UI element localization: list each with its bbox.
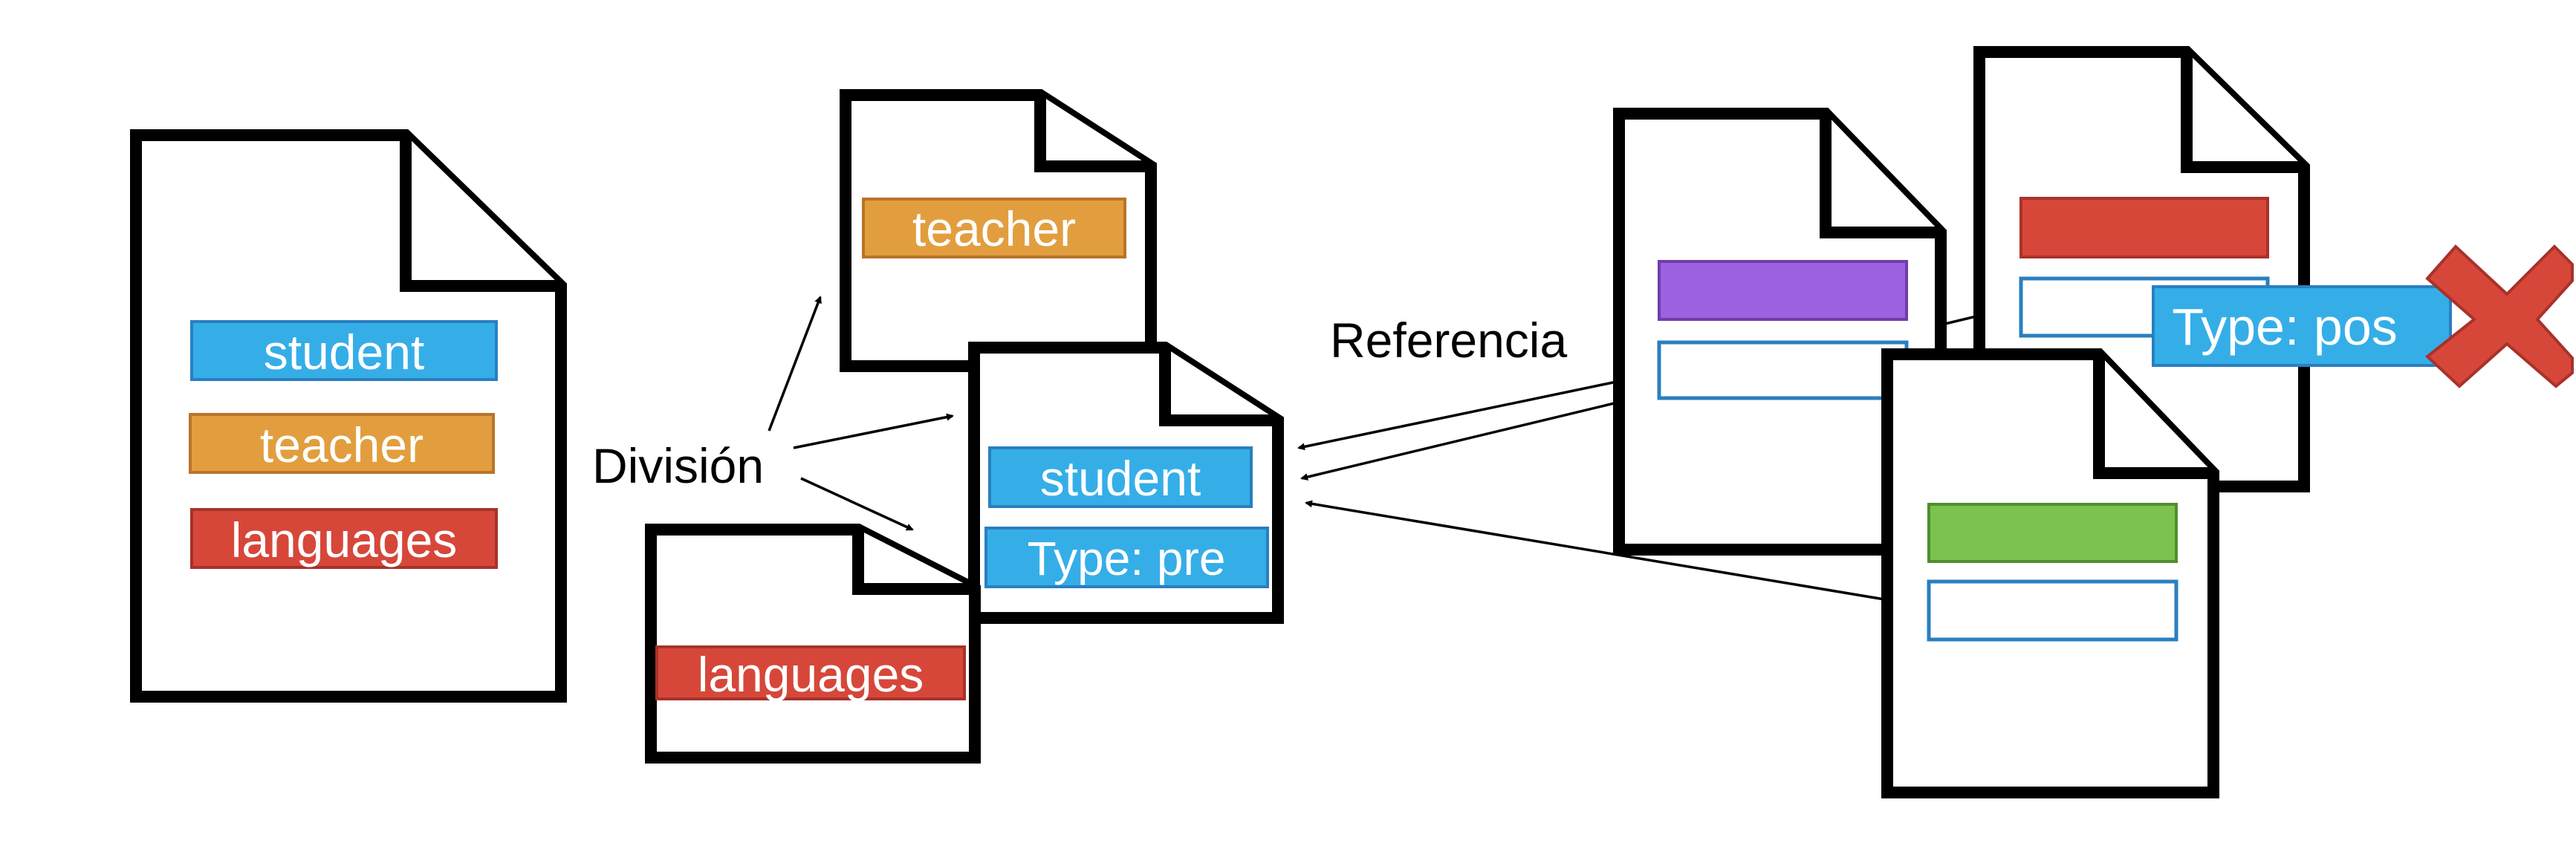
teacher-document: teacher bbox=[840, 89, 1157, 372]
original-languages-field: languages bbox=[190, 508, 498, 569]
reference-arrow-purple bbox=[1297, 371, 1660, 451]
original-student-field: student bbox=[190, 320, 498, 381]
languages-doc-label: languages bbox=[698, 647, 924, 702]
languages-document: languages bbox=[645, 524, 981, 764]
reference-document-purple bbox=[1613, 108, 1947, 556]
rejected-type-tag: Type: pos bbox=[2152, 285, 2452, 367]
original-document: student teacher languages bbox=[130, 129, 567, 703]
teacher-doc-label: teacher bbox=[912, 201, 1076, 256]
original-teacher-label: teacher bbox=[260, 417, 424, 472]
reference-caption: Referencia bbox=[1330, 313, 1567, 368]
division-caption: División bbox=[592, 438, 764, 493]
original-student-label: student bbox=[264, 325, 425, 380]
division-arrow-student bbox=[793, 413, 954, 449]
student-document: student Type: pre bbox=[968, 342, 1284, 624]
student-doc-label: student bbox=[1040, 451, 1201, 506]
x-mark-icon bbox=[2424, 244, 2574, 388]
reference-document-green bbox=[1881, 348, 2219, 798]
original-languages-label: languages bbox=[231, 512, 458, 567]
division-arrow-teacher bbox=[768, 296, 822, 432]
original-teacher-field: teacher bbox=[189, 413, 495, 474]
student-doc-type: Type: pre bbox=[1028, 532, 1226, 585]
division-arrow-languages bbox=[800, 477, 914, 531]
rejected-type-label: Type: pos bbox=[2172, 298, 2398, 356]
